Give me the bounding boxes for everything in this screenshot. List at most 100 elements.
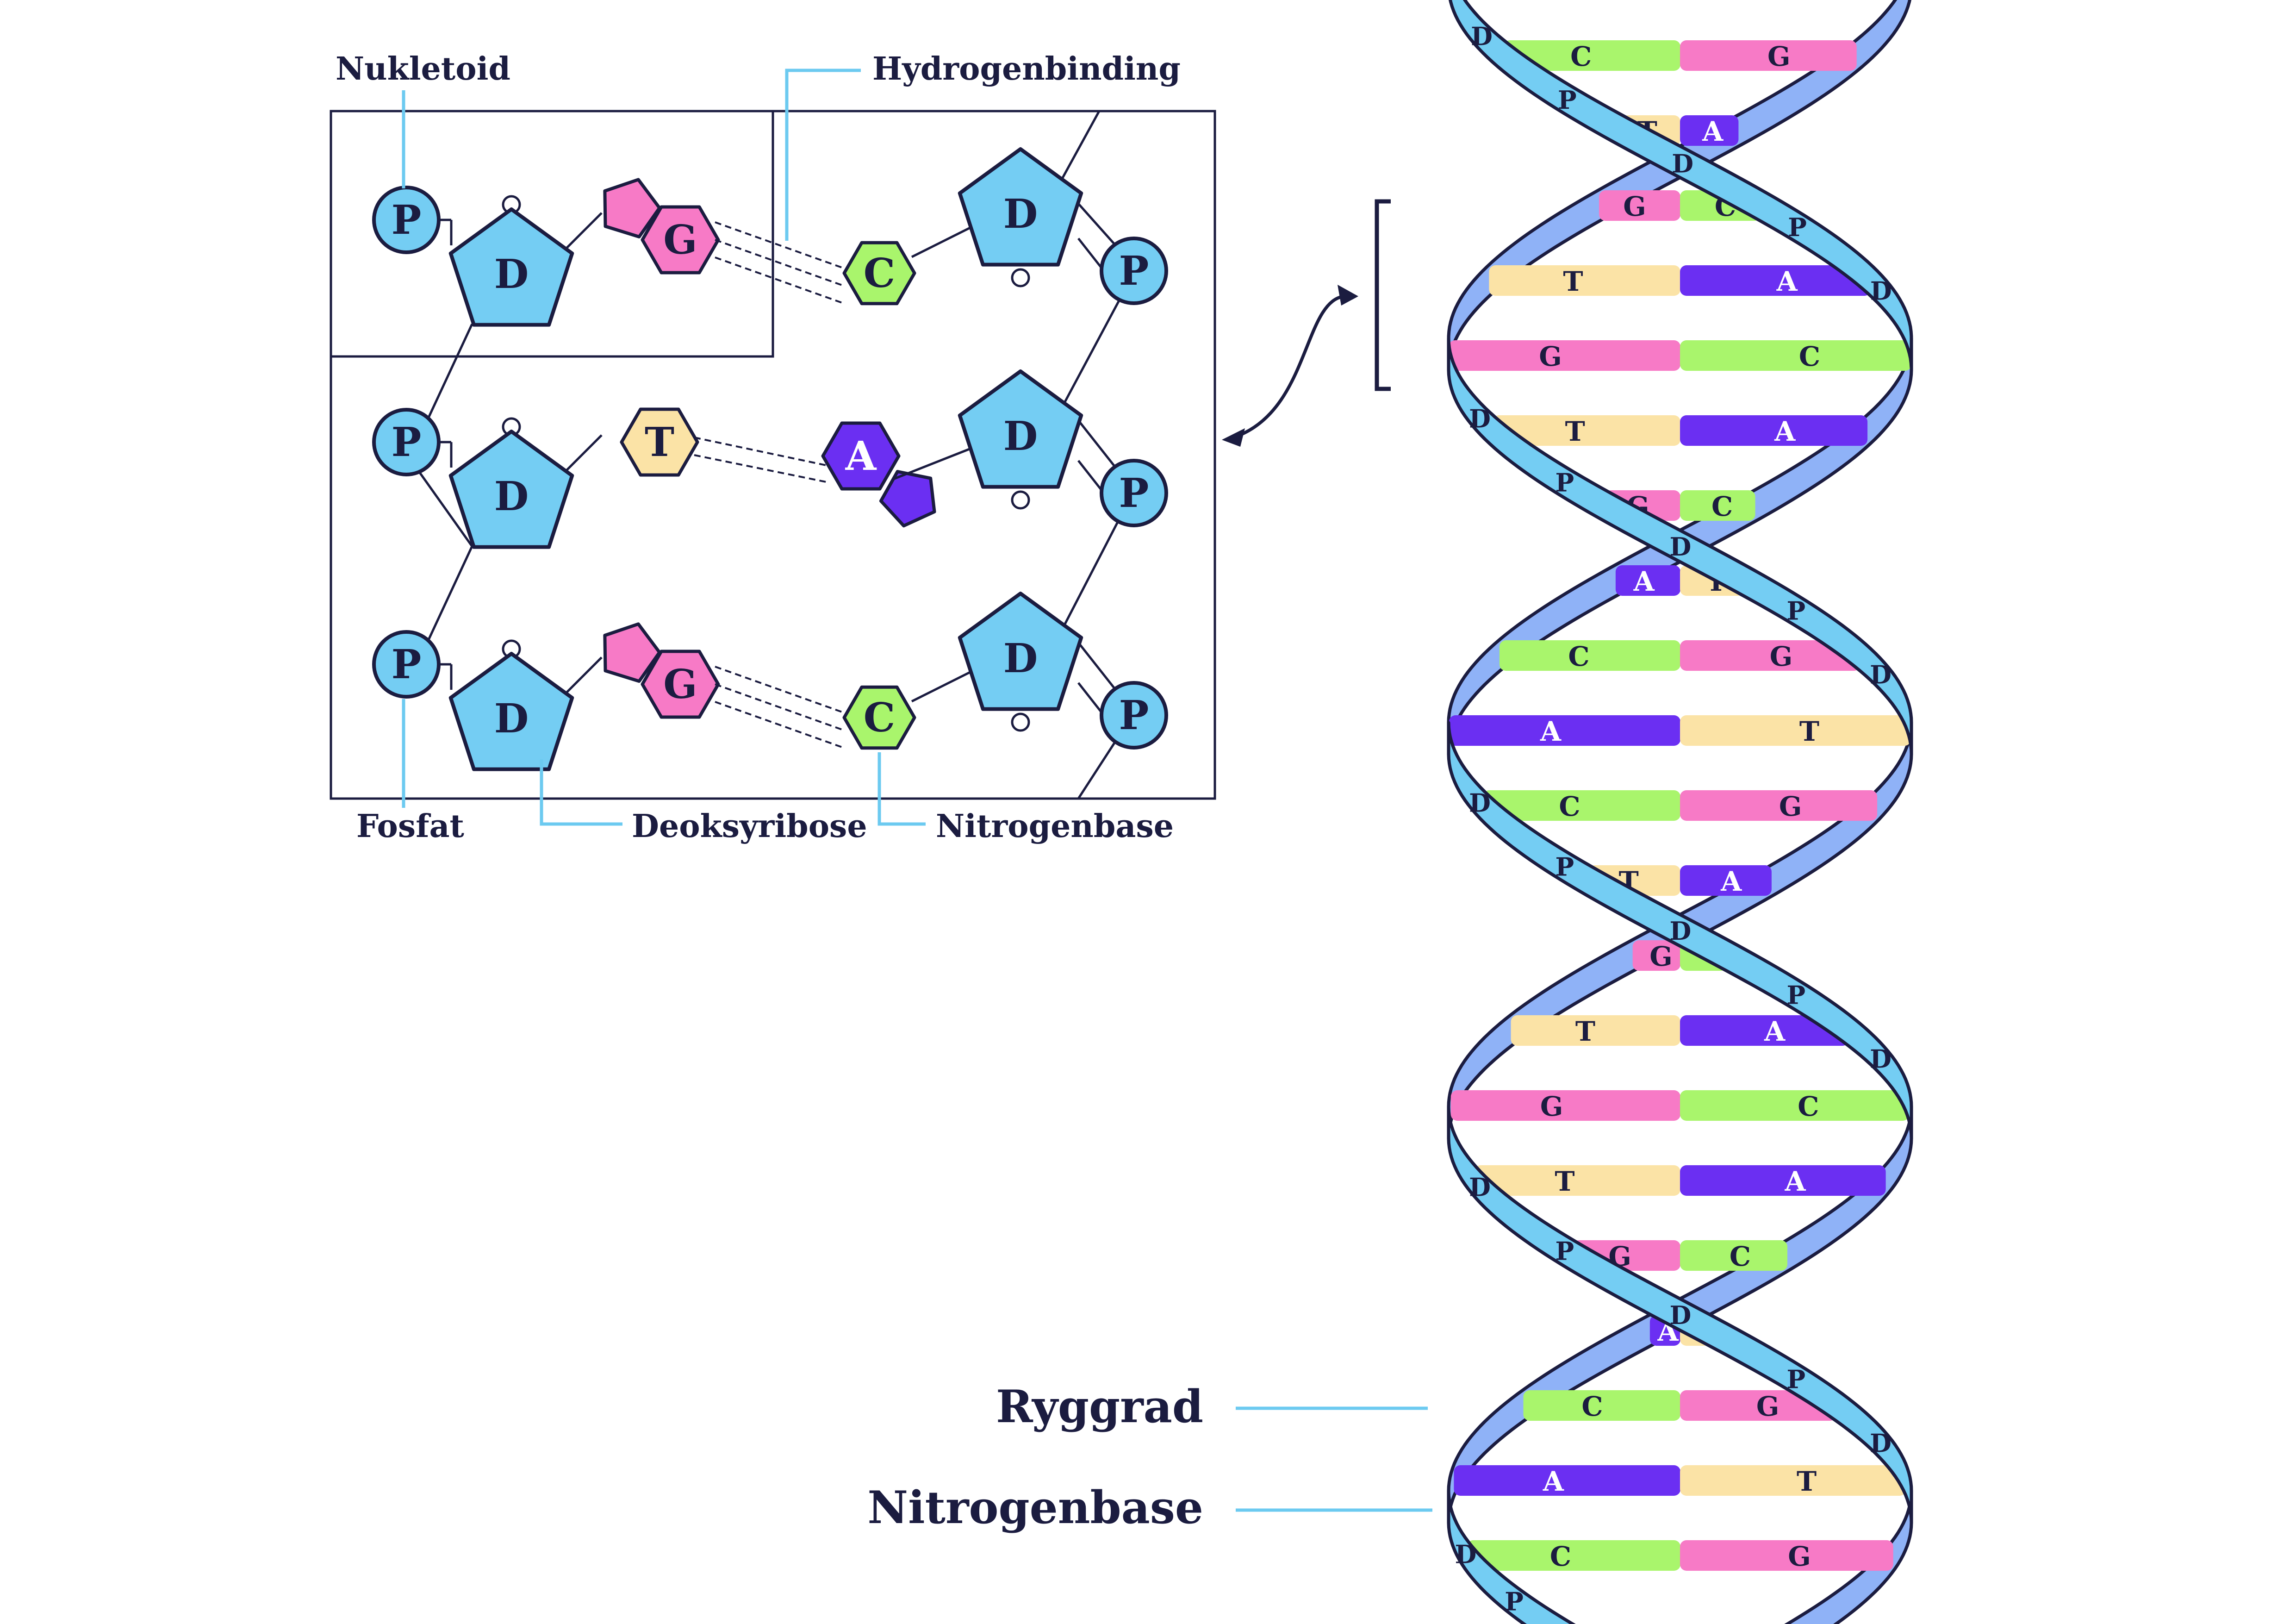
deoxyribose-pentagon	[958, 592, 1083, 711]
base-letter: G	[1770, 641, 1793, 672]
phosphate-circle	[372, 186, 441, 254]
base-segment-G	[1449, 340, 1680, 371]
oxygen-marker	[1011, 268, 1030, 287]
backbone-unit-label: D	[1669, 916, 1691, 946]
arrow-head	[1222, 428, 1245, 447]
sugar-letter: D	[1003, 635, 1038, 682]
phosphate-letter: P	[1119, 470, 1149, 517]
phosphate-letter: P	[1119, 692, 1149, 739]
phosphate-circle	[1100, 459, 1168, 527]
backbone-unit-label: D	[1870, 660, 1892, 690]
deoxyribose-pentagon	[958, 147, 1083, 267]
backbone-unit-label: D	[1870, 276, 1892, 306]
base-segment-C	[1503, 40, 1680, 71]
base-segment-A	[1454, 1465, 1680, 1496]
backbone-unit-label: D	[1672, 149, 1693, 179]
base-segment-C	[1482, 790, 1680, 821]
pyrimidine-hexagon	[842, 685, 916, 750]
base-letter: A	[1633, 566, 1655, 597]
base-segment-T	[1680, 715, 1911, 746]
phosphate-circle	[1100, 237, 1168, 305]
backbone-unit-label: P	[1786, 596, 1805, 625]
leader-line	[785, 69, 861, 241]
base-segment-A	[1680, 1015, 1849, 1046]
base-segment-T	[1680, 1465, 1906, 1496]
base-letter: G	[1779, 791, 1802, 822]
backbone-unit-label: P	[1788, 212, 1807, 242]
base-letter: C	[1711, 491, 1733, 522]
base-letter: C	[864, 694, 895, 741]
base-segment-A	[1449, 715, 1680, 746]
base-segment-A	[1615, 565, 1680, 596]
leader-line	[540, 759, 622, 826]
purine-hexagon	[821, 421, 901, 491]
base-letter: A	[1702, 116, 1724, 147]
phosphate-circle	[372, 630, 441, 699]
base-letter: T	[645, 419, 674, 466]
curved-arrow	[1232, 294, 1345, 439]
sugar-letter: D	[494, 251, 529, 298]
base-segment-T	[1474, 1165, 1680, 1196]
backbone-unit-label: D	[1455, 1540, 1476, 1569]
backbone-unit-label: D	[1469, 788, 1491, 818]
base-segment-G	[1680, 790, 1878, 821]
backbone-unit-label: D	[1870, 1429, 1892, 1458]
base-letter: G	[1756, 1391, 1780, 1422]
base-letter: G	[1539, 341, 1562, 372]
bond-line	[1077, 460, 1105, 494]
base-letter: A	[1543, 1466, 1564, 1497]
hydrogen-bond	[694, 454, 827, 483]
base-letter: C	[864, 250, 895, 297]
purine-pentagon	[603, 622, 661, 683]
backbone-unit-label: D	[1471, 22, 1493, 51]
base-segment-G	[1450, 1090, 1680, 1121]
backbone-unit-label: P	[1555, 852, 1574, 882]
base-segment-C	[1680, 1090, 1910, 1121]
pyrimidine-hexagon	[842, 241, 916, 306]
base-segment-G	[1599, 190, 1680, 221]
deoxyribose-pentagon	[448, 207, 574, 327]
backbone-unit-label: P	[1555, 1237, 1574, 1266]
base-letter: A	[845, 433, 877, 480]
label-backbone: Ryggrad	[996, 1380, 1203, 1433]
purine-pentagon	[879, 470, 936, 528]
backbone-strand-front	[1447, 1489, 1576, 1624]
base-segment-A	[1680, 265, 1871, 296]
bond-line	[1077, 682, 1105, 716]
purine-pentagon	[603, 178, 661, 238]
phosphate-circle	[1100, 681, 1168, 750]
base-letter: G	[1540, 1091, 1563, 1122]
base-segment-G	[1632, 940, 1680, 971]
backbone-unit-label: D	[1469, 404, 1491, 433]
sugar-letter: D	[1003, 413, 1038, 460]
purine-hexagon	[641, 205, 720, 275]
hydrogen-bond	[715, 239, 845, 287]
base-segment-C	[1499, 640, 1680, 671]
base-segment-C	[1467, 1540, 1680, 1571]
base-segment-T	[1511, 1015, 1680, 1046]
base-segment-G	[1680, 1390, 1837, 1421]
base-segment-C	[1680, 340, 1911, 371]
backbone-strand-front	[1449, 0, 1913, 369]
backbone-unit-label: P	[1786, 980, 1805, 1010]
base-letter: C	[1581, 1391, 1603, 1422]
base-letter: T	[1575, 1016, 1595, 1047]
label-hydrogen-bond: Hydrogenbinding	[872, 50, 1181, 87]
label-nitrogen-base-helix: Nitrogenbase	[867, 1481, 1203, 1534]
base-letter: G	[1767, 41, 1791, 72]
sugar-letter: D	[494, 473, 529, 520]
base-segment-T	[1492, 415, 1680, 446]
pyrimidine-hexagon	[620, 407, 699, 477]
backbone-unit-label: D	[1870, 1044, 1892, 1074]
label-nucleotide: Nukletoid	[336, 50, 510, 87]
hydrogen-bond	[715, 666, 845, 714]
base-letter: G	[1623, 191, 1646, 222]
base-segment-C	[1680, 490, 1755, 521]
backbone-unit-label: P	[1786, 1364, 1805, 1394]
deoxyribose-pentagon	[448, 430, 574, 549]
